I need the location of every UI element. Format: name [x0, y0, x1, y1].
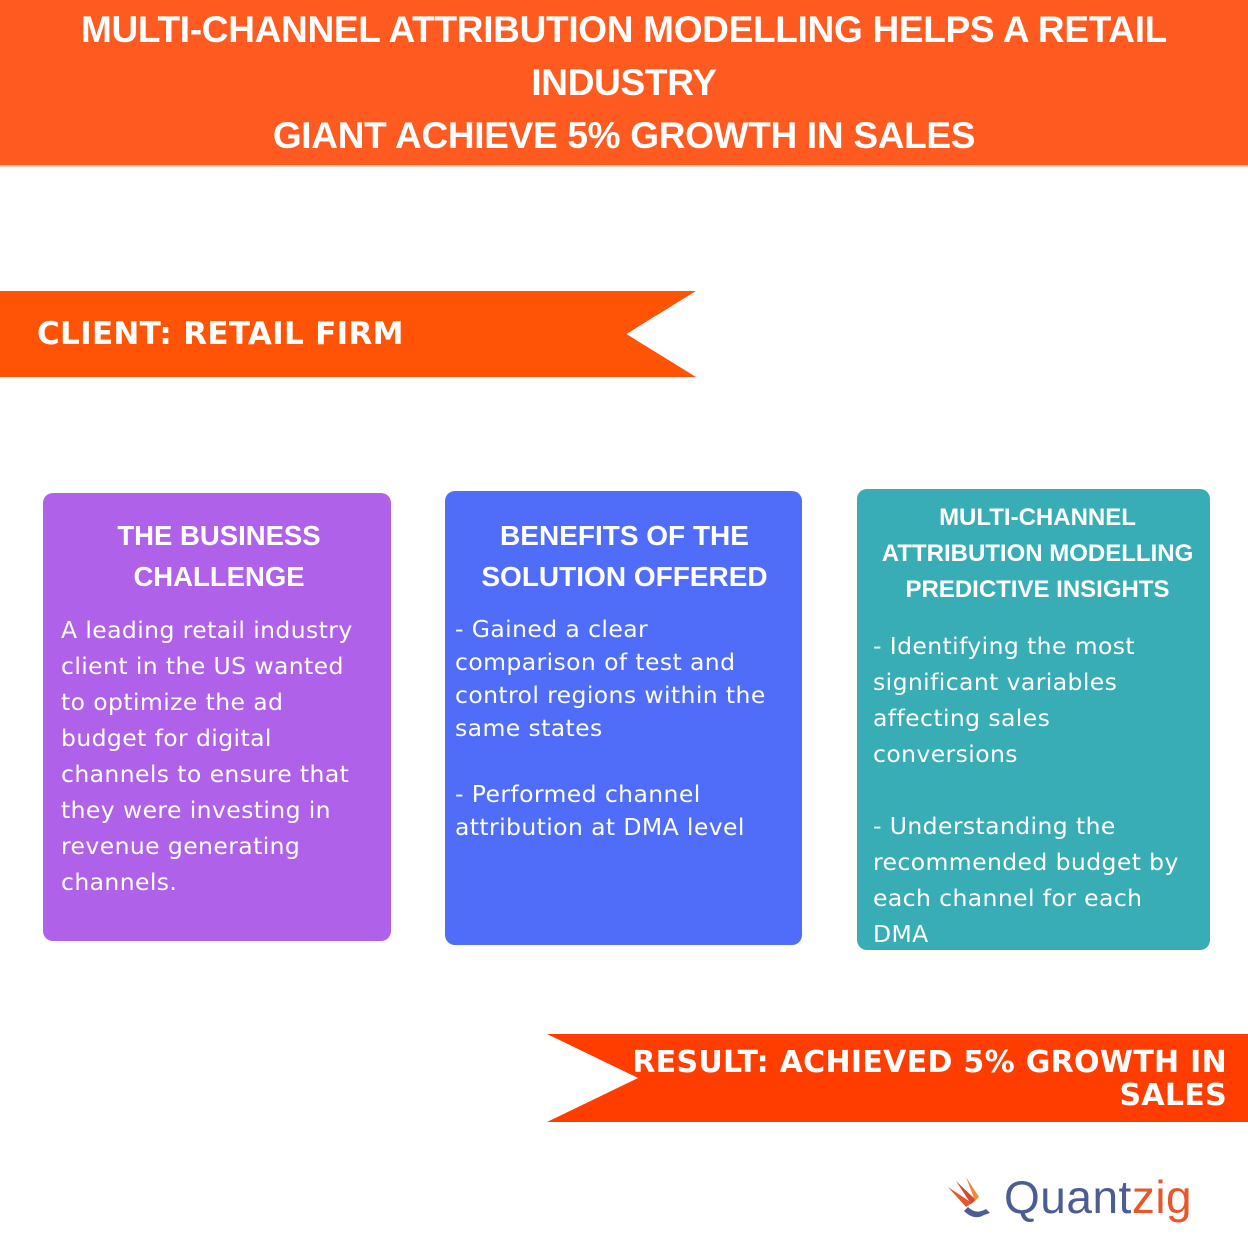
paragraph-gap — [873, 772, 1202, 808]
logo-wordmark: Quantzig — [1004, 1170, 1192, 1224]
card-body-line: affecting sales — [873, 704, 1051, 732]
result-label-line-2: SALES — [1119, 1078, 1227, 1113]
card-title: THE BUSINESS CHALLENGE — [61, 515, 377, 597]
card-body-line: conversions — [873, 740, 1018, 768]
predictive-insights-card: MULTI-CHANNEL ATTRIBUTION MODELLING PRED… — [857, 489, 1210, 950]
client-banner: CLIENT: RETAIL FIRM — [0, 291, 696, 377]
card-body-line: - Identifying the most — [873, 632, 1136, 660]
card-body-line: same states — [455, 714, 603, 742]
card-title-line: ATTRIBUTION MODELLING — [881, 540, 1194, 567]
card-title-line: BENEFITS OF THE — [500, 520, 749, 551]
logo-text-accent: zig — [1131, 1171, 1193, 1223]
business-challenge-card: THE BUSINESS CHALLENGE A leading retail … — [43, 493, 391, 941]
result-label-line-1: RESULT: ACHIEVED 5% GROWTH IN — [632, 1045, 1227, 1080]
card-body-line: comparison of test and — [455, 648, 736, 676]
card-title: BENEFITS OF THE SOLUTION OFFERED — [455, 515, 794, 597]
card-body: - Gained a clear comparison of test and … — [455, 613, 794, 844]
card-body-line: A leading retail industry — [61, 616, 353, 644]
card-title: MULTI-CHANNEL ATTRIBUTION MODELLING PRED… — [873, 500, 1202, 608]
card-title-line: CHALLENGE — [133, 561, 305, 592]
solution-benefits-card: BENEFITS OF THE SOLUTION OFFERED - Gaine… — [445, 491, 802, 945]
card-body-line: budget for digital — [61, 724, 272, 752]
quantzig-logo: Quantzig — [946, 1167, 1216, 1227]
card-body-line: - Gained a clear — [455, 615, 649, 643]
card-title-line: PREDICTIVE INSIGHTS — [905, 576, 1170, 603]
card-body-line: channels. — [61, 868, 178, 896]
card-title-line: MULTI-CHANNEL — [939, 504, 1136, 531]
result-label: RESULT: ACHIEVED 5% GROWTH IN SALES — [632, 1046, 1227, 1112]
card-body-line: control regions within the — [455, 681, 766, 709]
header-banner: MULTI-CHANNEL ATTRIBUTION MODELLING HELP… — [0, 0, 1248, 167]
logo-text-main: Quant — [1004, 1171, 1132, 1223]
card-body-line: channels to ensure that — [61, 760, 350, 788]
card-body-line: revenue generating — [61, 832, 301, 860]
client-label: CLIENT: RETAIL FIRM — [37, 316, 404, 352]
card-body: - Identifying the most significant varia… — [873, 628, 1202, 952]
card-body-line: recommended budget by — [873, 848, 1179, 876]
page-title: MULTI-CHANNEL ATTRIBUTION MODELLING HELP… — [0, 3, 1248, 162]
paragraph-gap — [455, 745, 794, 778]
card-body-line: - Performed channel — [455, 780, 701, 808]
card-body-line: DMA — [873, 920, 929, 948]
card-body-line: attribution at DMA level — [455, 813, 745, 841]
card-title-line: SOLUTION OFFERED — [481, 561, 768, 592]
card-body-line: client in the US wanted — [61, 652, 344, 680]
card-body-line: - Understanding the — [873, 812, 1116, 840]
card-body: A leading retail industry client in the … — [61, 612, 377, 900]
quantzig-logo-icon — [948, 1177, 990, 1218]
card-body-line: each channel for each — [873, 884, 1143, 912]
card-body-line: they were investing in — [61, 796, 331, 824]
card-body-line: significant variables — [873, 668, 1118, 696]
result-banner: RESULT: ACHIEVED 5% GROWTH IN SALES — [547, 1034, 1248, 1122]
card-title-line: THE BUSINESS — [117, 520, 321, 551]
page-title-line-2: GIANT ACHIEVE 5% GROWTH IN SALES — [272, 115, 976, 156]
page-title-line-1: MULTI-CHANNEL ATTRIBUTION MODELLING HELP… — [80, 9, 1167, 103]
card-body-line: to optimize the ad — [61, 688, 284, 716]
